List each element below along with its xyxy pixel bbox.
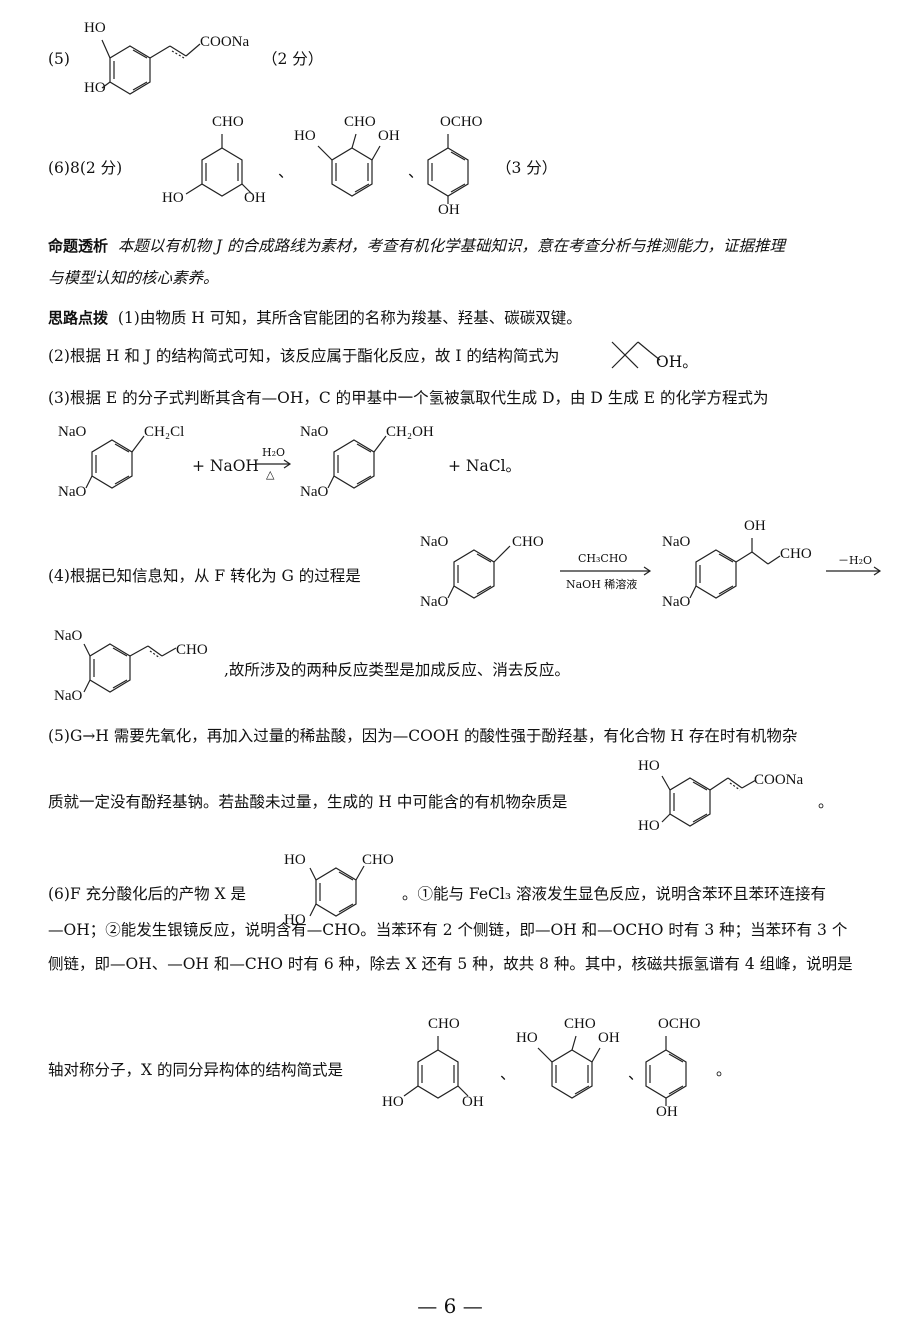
reagent-naoh-dilute: NaOH 稀溶液 <box>566 578 638 591</box>
structure-isomers-hint <box>403 1035 687 1106</box>
structure-equation-3 <box>85 435 387 489</box>
label-cho: CHO <box>176 642 208 658</box>
structure-sodium-caffeate <box>101 39 201 95</box>
label-ho: HO <box>638 758 660 774</box>
label-oh: OH <box>244 190 266 206</box>
label-oh: OH <box>438 202 460 218</box>
label-coona: COONa <box>754 772 804 788</box>
label-ho: HO <box>84 80 106 96</box>
label-nao: NaO <box>58 424 87 440</box>
label-ocho: OCHO <box>440 114 483 130</box>
label-ho: HO <box>284 912 306 928</box>
label-oh: OH <box>378 128 400 144</box>
hint-p6-line-2: —OH；②能发生银镜反应，说明含有—CHO。当苯环有 2 个侧链，即—OH 和—… <box>48 921 848 939</box>
label-cho: CHO <box>344 114 376 130</box>
hint-p4: (4)根据已知信息知，从 F 转化为 G 的过程是 <box>48 567 361 585</box>
answer-6-number: (6)8(2 分) <box>48 159 123 177</box>
label-ocho: OCHO <box>658 1016 701 1032</box>
separator: 、 <box>408 163 424 181</box>
label-nao: NaO <box>662 534 691 550</box>
label-nao: NaO <box>54 628 83 644</box>
label-cho: CHO <box>428 1016 460 1032</box>
label-ho: HO <box>284 852 306 868</box>
answer-5-number: (5) <box>48 50 70 68</box>
hint-heading: 思路点拨 <box>48 309 109 327</box>
label-cho: CHO <box>212 114 244 130</box>
label-ho: HO <box>162 190 184 206</box>
hint-line-1: 思路点拨 (1)由物质 H 可知，其所含官能团的名称为羧基、羟基、碳碳双键。 <box>48 308 582 328</box>
label-nao: NaO <box>420 594 449 610</box>
analysis-line-1: 命题透析 本题以有机物 J 的合成路线为素材，考查有机化学基础知识，意在考查分析… <box>48 236 785 256</box>
structure-impurity <box>661 775 757 827</box>
equation-plus-naoh: + NaOH <box>192 457 259 475</box>
hint-p6-end: 。 <box>716 1061 732 1079</box>
hint-p5-line-2: 质就一定没有酚羟基钠。若盐酸未过量，生成的 H 中可能含的有机物杂质是 <box>48 793 568 811</box>
analysis-text: 本题以有机物 J 的合成路线为素材，考查有机化学基础知识，意在考查分析与推测能力… <box>117 237 785 255</box>
reaction-condition-water: H₂O <box>262 446 286 459</box>
structure-product-g <box>83 643 177 693</box>
label-oh: OH <box>462 1094 484 1110</box>
label-nao: NaO <box>300 424 329 440</box>
structure-alcohol-i <box>611 341 661 369</box>
hint-p1: (1)由物质 H 可知，其所含官能团的名称为羧基、羟基、碳碳双键。 <box>117 309 582 327</box>
hint-p6-line-1a: (6)F 充分酸化后的产物 X 是 <box>48 885 247 903</box>
label-ho: HO <box>382 1094 404 1110</box>
structure-x <box>309 865 365 917</box>
label-nao: NaO <box>300 484 329 500</box>
structure-equation-4 <box>447 538 882 599</box>
label-cho: CHO <box>564 1016 596 1032</box>
reagent-acetaldehyde: CH₃CHO <box>578 552 628 565</box>
label-ho: HO <box>516 1030 538 1046</box>
hint-p2-end: OH。 <box>656 353 698 371</box>
label-ho: HO <box>638 818 660 834</box>
label-nao: NaO <box>420 534 449 550</box>
separator: 、 <box>278 163 294 181</box>
hint-p5-line-1: (5)G→H 需要先氧化，再加入过量的稀盐酸，因为—COOH 的酸性强于酚羟基，… <box>48 727 798 745</box>
label-ch2cl: CH₂Cl <box>144 424 185 440</box>
hint-p2: (2)根据 H 和 J 的结构简式可知，该反应属于酯化反应，故 I 的结构简式为 <box>48 347 560 365</box>
reaction-dehydration: －H₂O <box>838 554 873 567</box>
hint-p4-end: ,故所涉及的两种反应类型是加成反应、消去反应。 <box>224 661 570 679</box>
hint-p3: (3)根据 E 的分子式判断其含有—OH，C 的甲基中一个氢被氯取代生成 D，由… <box>48 389 769 407</box>
hint-p5-end: 。 <box>818 793 834 811</box>
label-coona: COONa <box>200 34 250 50</box>
label-nao: NaO <box>662 594 691 610</box>
structure-isomers-answer <box>185 133 469 204</box>
separator: 、 <box>628 1065 644 1083</box>
answer-5-score: （2 分） <box>262 50 324 68</box>
separator: 、 <box>500 1065 516 1083</box>
hint-p6-line-4: 轴对称分子，X 的同分异构体的结构简式是 <box>48 1061 343 1079</box>
equation-plus-nacl: + NaCl。 <box>448 457 522 475</box>
answer-6-score: （3 分） <box>496 159 558 177</box>
hint-p6-line-1b: 。①能与 FeCl₃ 溶液发生显色反应，说明含苯环且苯环连接有 <box>402 885 826 903</box>
label-oh: OH <box>744 518 766 534</box>
label-ho: HO <box>294 128 316 144</box>
analysis-line-2: 与模型认知的核心素养。 <box>48 269 219 287</box>
label-cho: CHO <box>780 546 812 562</box>
label-nao: NaO <box>54 688 83 704</box>
page-number: — 6 — <box>417 1294 483 1318</box>
reaction-condition-heat: △ <box>266 468 275 481</box>
hint-p6-line-3: 侧链，即—OH、—OH 和—CHO 时有 6 种，除去 X 还有 5 种，故共 … <box>48 955 853 973</box>
label-oh: OH <box>656 1104 678 1120</box>
analysis-heading: 命题透析 <box>48 237 109 255</box>
label-ch2oh: CH₂OH <box>386 424 434 440</box>
label-ho: HO <box>84 20 106 36</box>
label-cho: CHO <box>512 534 544 550</box>
label-cho: CHO <box>362 852 394 868</box>
label-nao: NaO <box>58 484 87 500</box>
label-oh: OH <box>598 1030 620 1046</box>
